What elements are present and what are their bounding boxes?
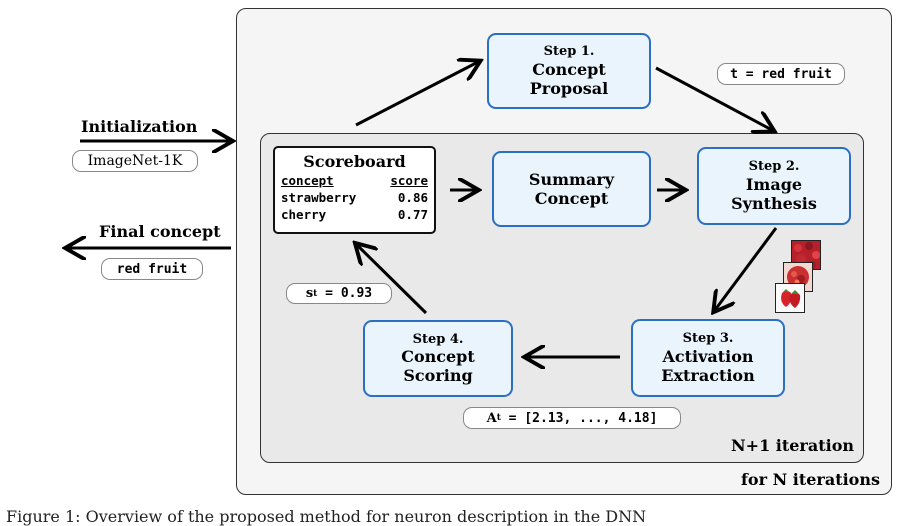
summary-concept: Summary Concept (492, 151, 651, 227)
scoreboard-row: strawberry 0.86 (281, 189, 428, 206)
step4-number: Step 4. (412, 331, 464, 347)
score-var: s (305, 286, 314, 301)
t-label: t = red fruit (730, 66, 832, 82)
score-sub: t (313, 288, 318, 299)
initialization-label: Initialization (81, 117, 198, 136)
activation-sub: t (496, 413, 501, 423)
scoreboard-row-score: 0.77 (397, 207, 428, 222)
scoreboard-header-score: score (390, 173, 428, 188)
scoreboard-title: Scoreboard (303, 152, 406, 171)
activation-value: = [2.13, ..., 4.18] (500, 410, 658, 426)
scoreboard: Scoreboard concept score strawberry 0.86… (273, 146, 436, 234)
step1-number: Step 1. (543, 44, 595, 60)
t-label-pill: t = red fruit (717, 63, 845, 85)
scoreboard-row-concept: strawberry (281, 190, 357, 205)
scoreboard-row-score: 0.86 (397, 190, 428, 205)
step2-to-step3-arrow (715, 227, 778, 310)
step4-title-line2: Scoring (403, 366, 473, 386)
inner-loop-label: N+1 iteration (731, 436, 854, 455)
step4-to-scoreboard-arrow (357, 245, 428, 315)
to-step1-arrow (355, 62, 478, 127)
scoreboard-row: cherry 0.77 (281, 206, 428, 223)
scoreboard-header-row: concept score (281, 172, 428, 189)
step3-activation-extraction: Step 3. Activation Extraction (631, 319, 785, 397)
initialization-dataset: ImageNet-1K (87, 153, 183, 169)
step1-to-step2-arrow (655, 66, 772, 130)
step4-concept-scoring: Step 4. Concept Scoring (363, 320, 513, 397)
step1-title-line2: Proposal (529, 78, 609, 98)
step4-title-line1: Concept (401, 347, 475, 367)
final-concept-pill: red fruit (101, 258, 203, 280)
figure-caption: Figure 1: Overview of the proposed metho… (6, 507, 647, 526)
scoreboard-header-concept: concept (281, 173, 334, 188)
step1-concept-proposal: Step 1. Concept Proposal (487, 33, 651, 109)
step3-title-line2: Extraction (661, 365, 755, 385)
scoreboard-row-concept: cherry (281, 207, 327, 222)
step3-number: Step 3. (682, 331, 734, 347)
outer-loop-label: for N iterations (741, 470, 880, 489)
score-value: = 0.93 (317, 286, 373, 301)
summary-title-line1: Summary (528, 169, 615, 189)
strawberries-image-icon (776, 284, 804, 312)
synthesized-image-thumbnail (775, 283, 805, 313)
step1-title-line1: Concept (532, 59, 606, 79)
step2-number: Step 2. (748, 159, 800, 175)
summary-title-line2: Concept (534, 189, 609, 208)
step3-title-line1: Activation (662, 346, 754, 366)
initialization-dataset-pill: ImageNet-1K (72, 150, 198, 172)
step2-image-synthesis: Step 2. Image Synthesis (697, 147, 851, 225)
step2-title-line1: Image (745, 174, 803, 194)
final-concept-label: Final concept (99, 222, 221, 241)
final-concept-value: red fruit (116, 261, 188, 277)
activation-var: A (486, 410, 497, 426)
step2-title-line2: Synthesis (731, 193, 817, 213)
